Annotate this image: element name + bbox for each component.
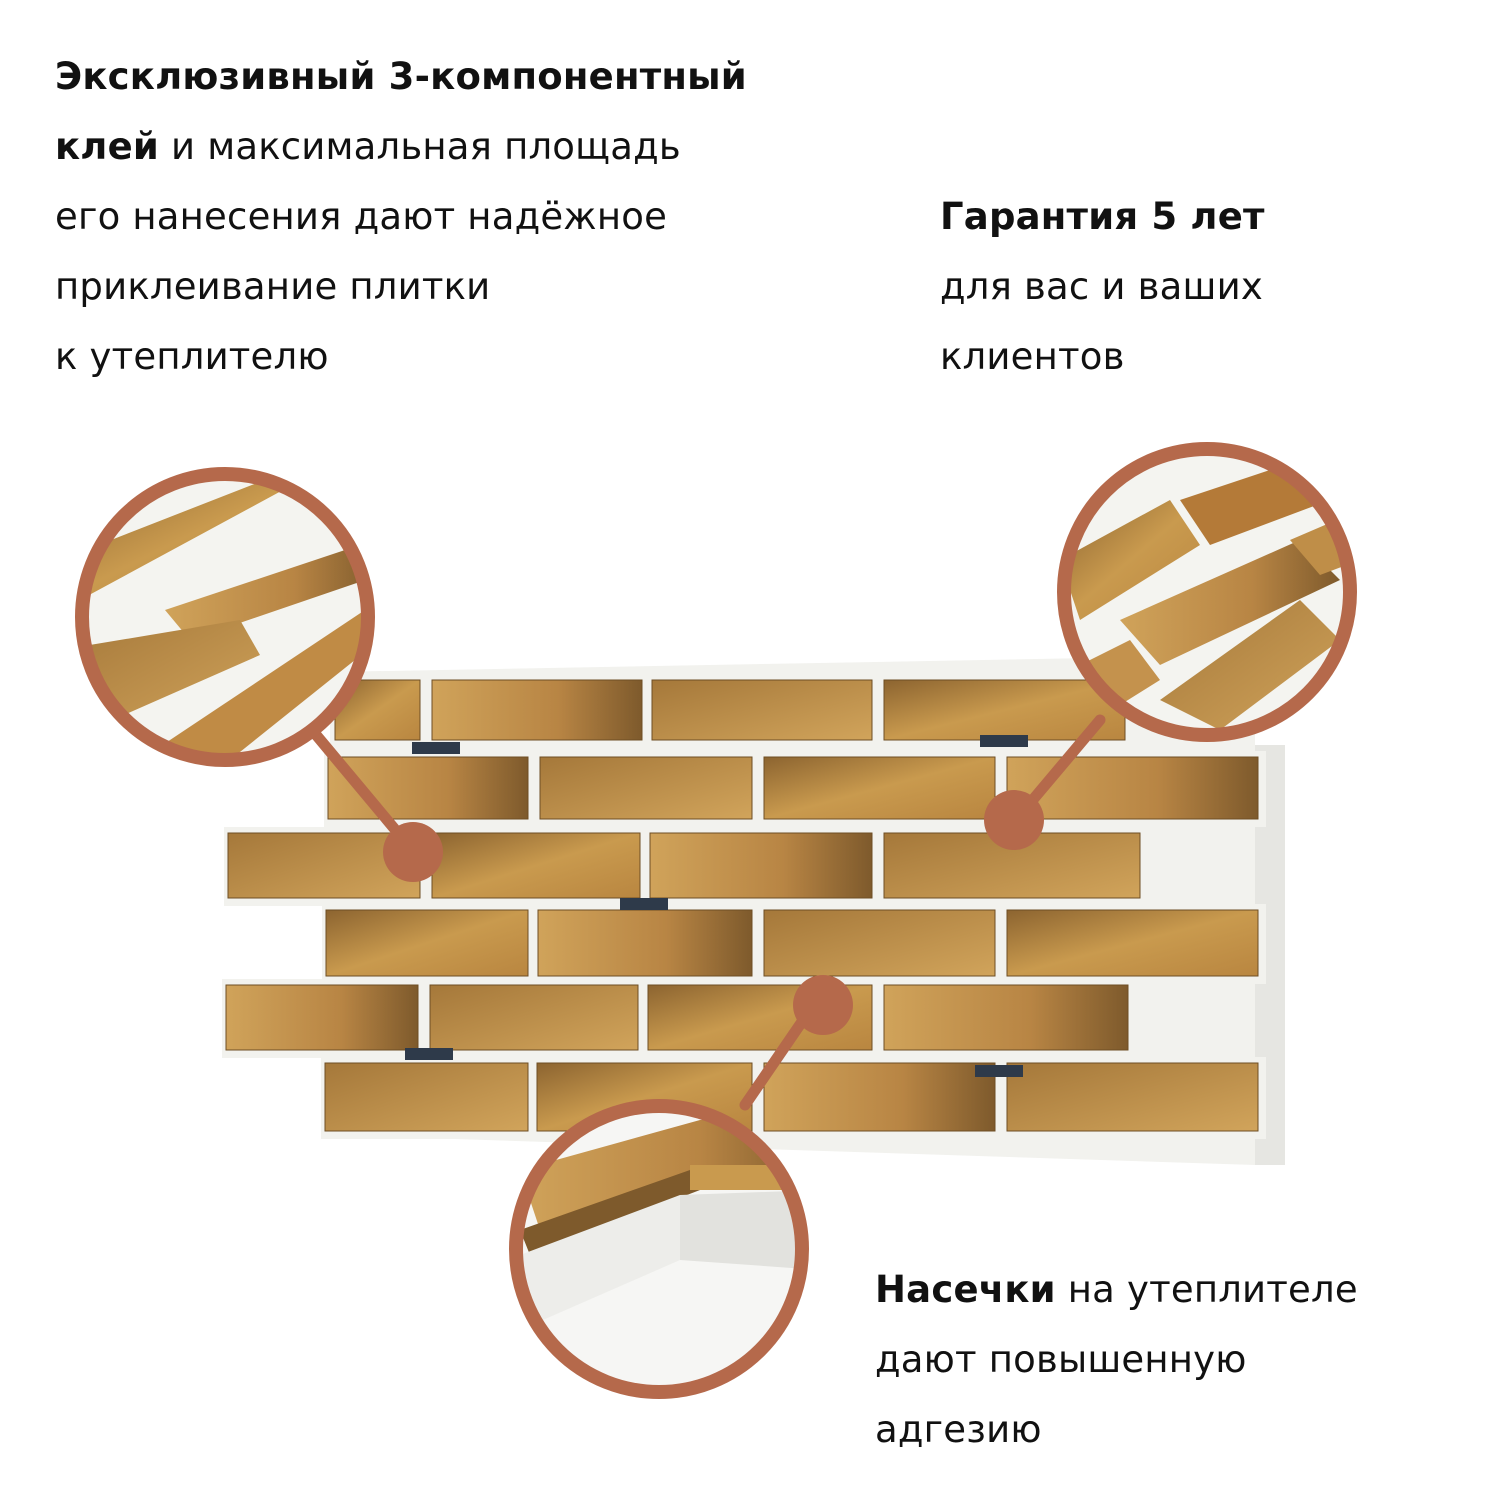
adhesive-heading-line2: клей (55, 125, 160, 168)
brick-tiles (222, 674, 1266, 1139)
anchor-clip (975, 1065, 1023, 1077)
warranty-heading: Гарантия 5 лет (940, 195, 1265, 238)
brick-tile (325, 909, 529, 977)
anchor-clip (980, 735, 1028, 747)
adhesive-body-line2: его нанесения дают надёжное (55, 195, 668, 238)
notches-body-line1: на утеплителе (1067, 1268, 1358, 1311)
adhesive-body-line4: к утеплителю (55, 335, 329, 378)
notches-body-line3: адгезию (875, 1408, 1042, 1451)
brick-tile (649, 832, 873, 899)
brick-tile (431, 679, 643, 741)
notches-body-line2: дают повышенную (875, 1338, 1247, 1381)
brick-tile (539, 756, 753, 820)
brick-tile (1006, 909, 1259, 977)
zoom-insulation-icon (509, 1099, 809, 1399)
adhesive-body-line1: и максимальная площадь (171, 125, 681, 168)
adhesive-heading-line1: Эксклюзивный 3-компонентный (55, 55, 747, 98)
brick-tile (1006, 756, 1259, 820)
adhesive-body-line3: приклеивание плитки (55, 265, 491, 308)
callout-dot-left (383, 822, 443, 882)
callout-dot-right (984, 790, 1044, 850)
brick-tile (431, 832, 641, 899)
brick-tile (763, 1062, 996, 1132)
notches-heading: Насечки (875, 1268, 1056, 1311)
anchor-clip (620, 898, 668, 910)
brick-tile (225, 984, 419, 1051)
warranty-text-block: Гарантия 5 лет для вас и ваших клиентов (940, 182, 1460, 392)
brick-tile (763, 909, 996, 977)
brick-tile (429, 984, 639, 1051)
anchor-clip (405, 1048, 453, 1060)
anchor-clip (412, 742, 460, 754)
brick-tile (883, 984, 1129, 1051)
brick-tile (763, 756, 996, 820)
zoom-tiles-icon (1057, 442, 1357, 742)
callout-dot-bottom (793, 975, 853, 1035)
warranty-body-line2: клиентов (940, 335, 1125, 378)
brick-tile (324, 1062, 529, 1132)
notches-text-block: Насечки на утеплителе дают повышенную ад… (875, 1255, 1475, 1465)
brick-tile (1006, 1062, 1259, 1132)
zoom-glue-icon (75, 467, 375, 767)
brick-tile (651, 679, 873, 741)
adhesive-text-block: Эксклюзивный 3-компонентный клей и макси… (55, 42, 875, 392)
warranty-body-line1: для вас и ваших (940, 265, 1263, 308)
brick-tile (537, 909, 753, 977)
